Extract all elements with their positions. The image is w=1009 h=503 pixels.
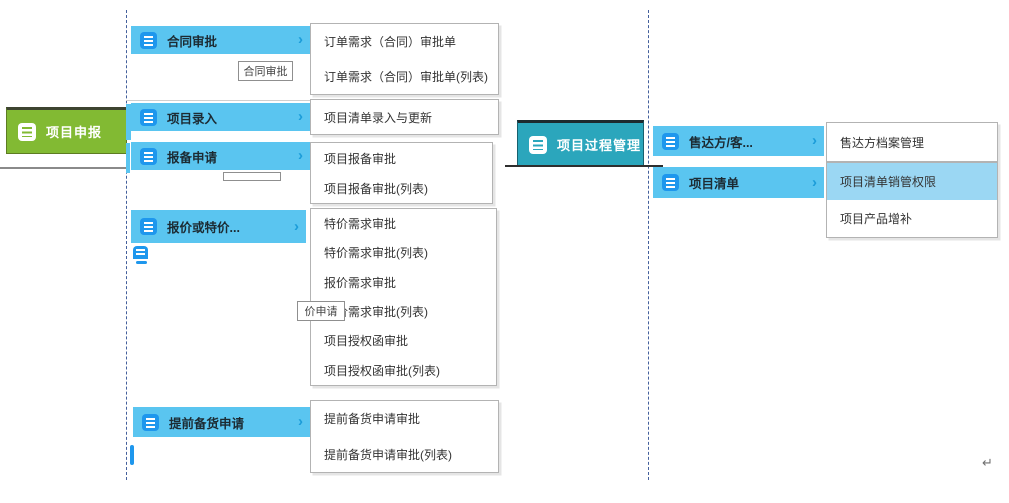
tooltip-contract-approval: 合同审批	[238, 61, 293, 81]
submenu-item[interactable]: 提前备货申请审批(列表)	[324, 447, 452, 462]
chevron-right-icon: ›	[298, 30, 303, 48]
menu-item-label: 项目清单	[689, 177, 740, 191]
menu-item-label: 项目录入	[167, 111, 218, 126]
submenu-filing-application: 项目报备审批 项目报备审批(列表)	[310, 142, 493, 204]
clipped-icon-fragment	[136, 261, 147, 264]
root-button-label: 项目过程管理	[557, 138, 642, 153]
menu-item-label: 售达方/客...	[689, 135, 753, 150]
document-icon	[142, 413, 159, 431]
submenu-item[interactable]: 项目报备审批	[324, 151, 397, 166]
document-icon	[140, 218, 157, 235]
menu-bar-fragment	[126, 104, 131, 140]
submenu-advance-stocking: 提前备货申请审批 提前备货申请审批(列表)	[310, 400, 499, 473]
clipped-document-icon	[133, 246, 148, 259]
menu-item-label: 报备申请	[167, 150, 218, 165]
dashed-guide-line-left	[126, 10, 127, 480]
dashed-guide-line-right	[648, 10, 649, 480]
menu-item-quote-or-special-price[interactable]: 报价或特价... ›	[131, 210, 306, 243]
return-mark-icon: ↵	[982, 455, 993, 470]
submenu-quote-special-price: 特价需求审批 特价需求审批(列表) 报价需求审批 报价需求审批(列表) 项目授权…	[310, 208, 497, 386]
chevron-right-icon: ›	[298, 412, 303, 430]
submenu-item[interactable]: 售达方档案管理	[840, 135, 925, 150]
menu-item-sold-to-party[interactable]: 售达方/客... ›	[653, 126, 824, 156]
submenu-contract-approval: 订单需求（合同）审批单 订单需求（合同）审批单(列表)	[310, 23, 499, 95]
submenu-item[interactable]: 特价需求审批	[324, 217, 397, 232]
panel-edge-line	[126, 100, 310, 101]
submenu-item-selected[interactable]: 项目清单销管权限	[827, 163, 997, 200]
chevron-right-icon: ›	[294, 217, 299, 235]
submenu-project-list: 项目清单销管权限 项目产品增补	[826, 162, 998, 238]
menu-item-advance-stocking-request[interactable]: 提前备货申请 ›	[133, 407, 310, 437]
document-icon	[140, 108, 157, 126]
tooltip-empty-fragment	[223, 172, 281, 181]
divider-line	[0, 167, 126, 169]
chevron-right-icon: ›	[298, 107, 303, 125]
submenu-sold-to-party: 售达方档案管理	[826, 122, 998, 162]
submenu-item[interactable]: 报价需求审批(列表)	[324, 305, 428, 320]
root-button-project-process-mgmt[interactable]: 项目过程管理	[517, 120, 644, 167]
submenu-item[interactable]: 提前备货申请审批	[324, 412, 421, 427]
submenu-item[interactable]: 项目授权函审批	[324, 334, 409, 349]
submenu-item[interactable]: 订单需求（合同）审批单	[324, 35, 457, 49]
document-icon	[140, 147, 157, 165]
document-icon	[662, 174, 679, 191]
menu-item-label: 报价或特价...	[167, 221, 240, 235]
submenu-item[interactable]: 特价需求审批(列表)	[324, 246, 428, 261]
submenu-item[interactable]: 项目清单录入与更新	[324, 110, 433, 125]
submenu-item[interactable]: 项目授权函审批(列表)	[324, 363, 440, 378]
document-icon	[140, 31, 157, 49]
divider-line	[505, 165, 663, 167]
document-icon	[662, 132, 679, 150]
document-icon	[18, 122, 36, 141]
tooltip-price-request-fragment: 价申请	[297, 301, 345, 321]
menu-item-filing-application[interactable]: 报备申请 ›	[131, 142, 310, 170]
root-button-project-declare[interactable]: 项目申报	[6, 107, 127, 154]
submenu-item[interactable]: 订单需求（合同）审批单(列表)	[324, 70, 488, 84]
menu-item-label: 合同审批	[167, 34, 218, 49]
menu-item-label: 提前备货申请	[169, 416, 245, 431]
menu-item-contract-approval[interactable]: 合同审批 ›	[131, 26, 310, 54]
document-icon	[529, 135, 547, 154]
submenu-project-entry: 项目清单录入与更新	[310, 99, 499, 135]
submenu-item[interactable]: 报价需求审批	[324, 275, 397, 290]
chevron-right-icon: ›	[298, 146, 303, 164]
menu-item-project-entry[interactable]: 项目录入 ›	[131, 103, 310, 131]
submenu-item[interactable]: 项目报备审批(列表)	[324, 181, 428, 196]
submenu-item[interactable]: 项目产品增补	[840, 212, 913, 226]
menu-bar-fragment	[126, 143, 130, 173]
chevron-right-icon: ›	[812, 173, 817, 191]
clipped-icon-fragment	[130, 445, 134, 465]
root-button-label: 项目申报	[46, 125, 103, 140]
chevron-right-icon: ›	[812, 131, 817, 149]
menu-item-project-list[interactable]: 项目清单 ›	[653, 167, 824, 198]
